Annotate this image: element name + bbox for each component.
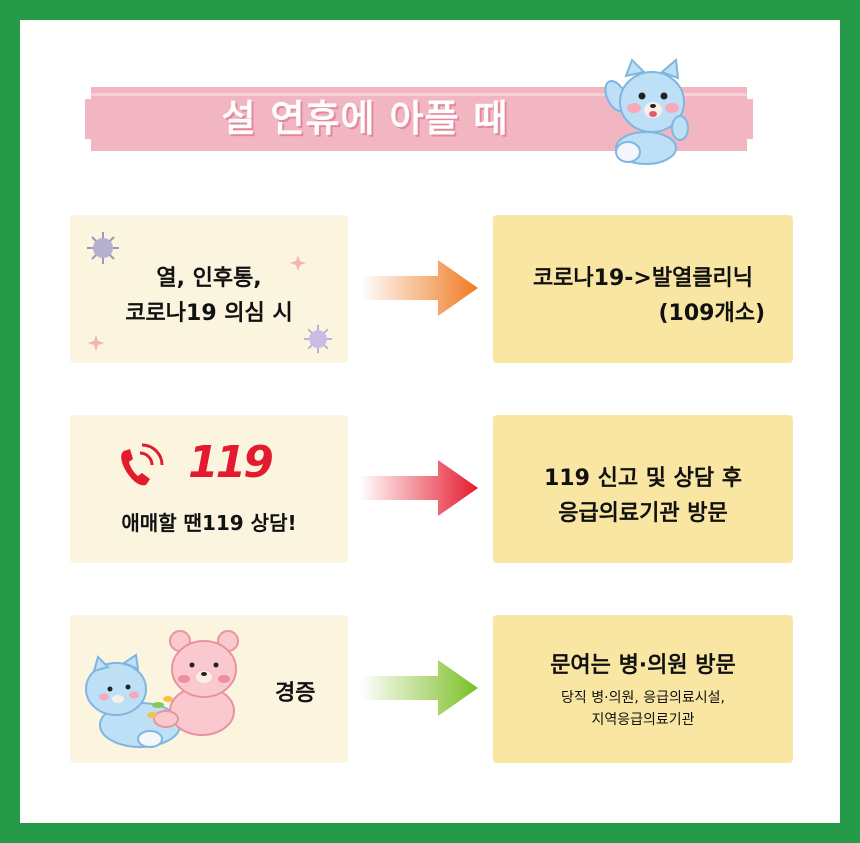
banner-left-notch (85, 99, 91, 139)
action-line-1: 코로나19->발열클리닉 (532, 266, 754, 291)
flower-icon (290, 255, 306, 271)
symptom-box-119: 119 애매할 땐119 상담! (70, 415, 348, 563)
action-line-2: 당직 병·의원, 응급의료시설, (561, 690, 725, 706)
action-box-emergency: 119 신고 및 상담 후 응급의료기관 방문 (493, 415, 793, 563)
symptom-line-1: 애매할 땐119 상담! (121, 511, 297, 535)
banner-stripe (91, 93, 747, 96)
banner-right-notch (747, 99, 753, 139)
symptom-line-1: 경증 (275, 681, 316, 706)
119-logo: 119 (188, 437, 274, 488)
action-line-1: 119 신고 및 상담 후 (544, 466, 742, 491)
action-box-clinic: 코로나19->발열클리닉 (109개소) (493, 215, 793, 363)
action-line-2: (109개소) (658, 301, 765, 326)
phone-icon (121, 443, 164, 486)
virus-icon (87, 232, 119, 264)
arrow-icon (360, 260, 478, 316)
page-title: 설 연휴에 아플 때 (221, 97, 509, 140)
virus-icon (303, 324, 333, 354)
flower-icon (88, 335, 104, 351)
symptom-line-2: 코로나19 의심 시 (125, 301, 293, 326)
action-box-open-clinic: 문여는 병·의원 방문 당직 병·의원, 응급의료시설, 지역응급의료기관 (493, 615, 793, 763)
symptom-box-fever: 열, 인후통, 코로나19 의심 시 (70, 215, 348, 363)
bear-mascot-icon (604, 58, 689, 165)
arrow-icon (360, 460, 478, 516)
two-bears-icon (85, 630, 239, 748)
symptom-box-mild: 경증 (70, 615, 348, 763)
arrow-icon (360, 660, 478, 716)
action-line-1: 문여는 병·의원 방문 (550, 653, 736, 678)
action-line-2: 응급의료기관 방문 (558, 501, 728, 526)
action-line-3: 지역응급의료기관 (591, 712, 695, 728)
symptom-line-1: 열, 인후통, (156, 266, 262, 291)
